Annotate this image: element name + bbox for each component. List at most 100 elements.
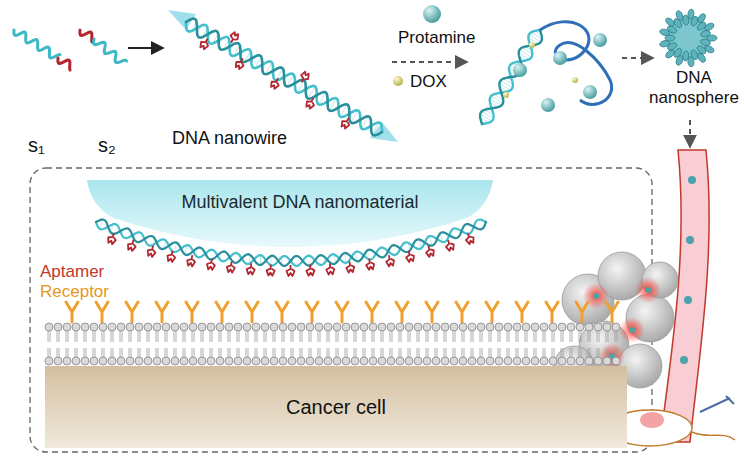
lipid-head <box>378 357 386 365</box>
dna-band: Multivalent DNA nanomaterial <box>85 176 515 276</box>
figure-label: Protamine <box>398 28 475 48</box>
lipid-head <box>63 323 71 331</box>
protamine-ball <box>553 51 567 65</box>
lipid-tail <box>282 330 284 358</box>
lipid-head <box>315 323 323 331</box>
band-shape <box>85 176 495 276</box>
lipid-tail <box>462 330 464 358</box>
dna-strand <box>58 58 70 70</box>
lipid-head <box>135 323 143 331</box>
lipid-tail <box>507 330 509 358</box>
lipid-head <box>45 357 53 365</box>
lipid-head <box>477 323 485 331</box>
lipid-tail <box>426 330 428 358</box>
lipid-head <box>549 323 557 331</box>
cell-body: Cancer cell <box>45 366 627 448</box>
lipid-head <box>612 357 620 365</box>
syringe <box>700 396 734 412</box>
lipid-head <box>297 357 305 365</box>
aptamer <box>366 259 374 270</box>
panel-frame <box>30 168 652 452</box>
protamine-ball <box>583 85 597 99</box>
lipid-head <box>324 323 332 331</box>
lipid-tail <box>408 330 410 358</box>
aptamer <box>342 118 350 129</box>
lipid-head <box>540 323 548 331</box>
lipid-head <box>432 357 440 365</box>
lipid-head <box>468 357 476 365</box>
aptamer <box>231 32 239 43</box>
lipid-head <box>369 323 377 331</box>
lipid-head <box>504 323 512 331</box>
aptamer <box>200 39 208 50</box>
lipid-head <box>468 323 476 331</box>
receptor <box>96 302 108 322</box>
aptamer <box>426 246 434 257</box>
lipid-head <box>279 323 287 331</box>
lipid-head <box>567 323 575 331</box>
aptamer <box>446 240 454 251</box>
lipid-head <box>495 357 503 365</box>
lipid-head <box>99 323 107 331</box>
lipid-tail <box>435 330 437 358</box>
lipid-head <box>72 357 80 365</box>
lipid-head <box>360 323 368 331</box>
condensed-dna <box>480 30 542 124</box>
lipid-head <box>153 323 161 331</box>
lipid-head <box>144 357 152 365</box>
receptor <box>486 302 498 322</box>
aptamer <box>168 251 176 262</box>
dna-strand <box>94 39 127 63</box>
lipid-head <box>72 323 80 331</box>
lipid-tail <box>597 330 599 358</box>
nanosphere <box>700 30 711 38</box>
lipid-tail <box>372 330 374 358</box>
node-text: Cancer cell <box>286 396 386 419</box>
lipid-head <box>54 357 62 365</box>
band-shape <box>87 180 493 247</box>
lipid-tail <box>399 330 401 358</box>
lipid-head <box>126 323 134 331</box>
protamine-ball <box>593 33 607 47</box>
lipid-head <box>513 357 521 365</box>
nanosphere <box>700 38 711 46</box>
lipid-head <box>495 323 503 331</box>
lipid-head <box>576 323 584 331</box>
lipid-head <box>396 357 404 365</box>
lipid-tail <box>75 330 77 358</box>
lipid-tail <box>183 330 185 358</box>
lipid-head <box>315 357 323 365</box>
lipid-tail <box>219 330 221 358</box>
receptor <box>606 302 618 322</box>
lipid-head <box>378 323 386 331</box>
protamine-ball <box>513 63 527 77</box>
aptamer <box>406 251 414 262</box>
lipid-head <box>198 357 206 365</box>
lipid-tail <box>273 330 275 358</box>
lipid-tail <box>615 330 617 358</box>
dox-ball <box>529 42 535 48</box>
aptamer <box>287 265 295 276</box>
figure-label: DNA nanosphere <box>648 68 740 107</box>
lipid-head <box>180 357 188 365</box>
lipid-head <box>252 357 260 365</box>
aptamer <box>301 72 309 83</box>
lipid-head <box>225 357 233 365</box>
dna-nanowire <box>186 19 382 136</box>
lipid-head <box>261 357 269 365</box>
lipid-head <box>99 357 107 365</box>
lipid-tail <box>57 330 59 358</box>
lipid-tail <box>165 330 167 358</box>
lipid-tail <box>201 330 203 358</box>
lipid-head <box>504 357 512 365</box>
step-arrow <box>128 47 162 49</box>
lipid-head <box>207 323 215 331</box>
lipid-head <box>243 323 251 331</box>
lipid-head <box>387 357 395 365</box>
lipid-tail <box>345 330 347 358</box>
lipid-tail <box>570 330 572 358</box>
lipid-head <box>117 357 125 365</box>
lipid-head <box>207 357 215 365</box>
lipid-head <box>189 357 197 365</box>
lipid-head <box>603 357 611 365</box>
